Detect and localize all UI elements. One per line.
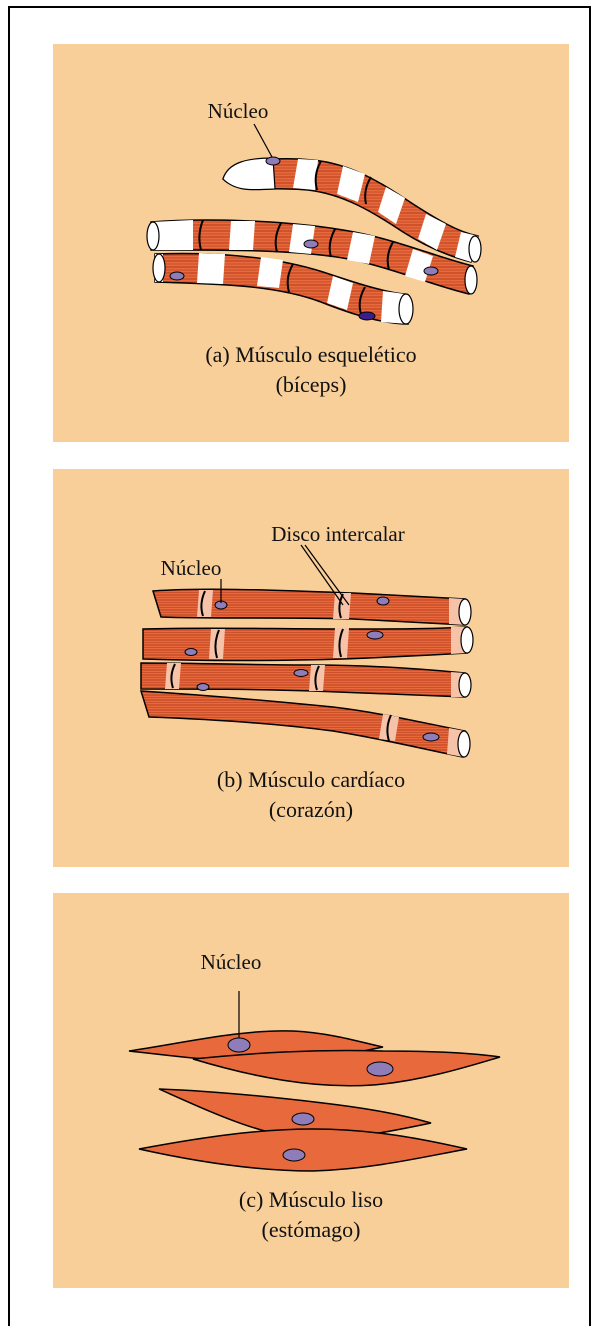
skeletal-fiber-3 bbox=[152, 252, 414, 325]
cardiac-fiber-3 bbox=[140, 662, 472, 698]
caption-location: (estómago) bbox=[261, 1217, 361, 1242]
label-nucleus: Núcleo bbox=[201, 950, 262, 974]
caption-title: (b) Músculo cardíaco bbox=[216, 767, 406, 792]
caption-smooth: (c) Músculo liso (estómago) bbox=[53, 1185, 569, 1245]
caption-cardiac: (b) Músculo cardíaco (corazón) bbox=[53, 765, 569, 825]
cardiac-fiber-2 bbox=[142, 626, 474, 662]
caption-location: (corazón) bbox=[268, 797, 354, 822]
disc-pointer-line bbox=[300, 544, 344, 606]
nucleus-pointer-line bbox=[253, 123, 273, 158]
caption-title: (a) Músculo esquelético bbox=[205, 342, 417, 367]
cardiac-fiber-4 bbox=[139, 690, 471, 758]
panel-skeletal-muscle: Núcleo (a) Músculo esquelético (bíceps) bbox=[53, 44, 569, 442]
caption-location: (bíceps) bbox=[275, 372, 347, 397]
label-nucleus: Núcleo bbox=[208, 99, 269, 123]
disc-pointer-line-2 bbox=[304, 544, 350, 606]
smooth-muscle-illustration: Núcleo bbox=[128, 950, 501, 1172]
caption-skeletal: (a) Músculo esquelético (bíceps) bbox=[53, 340, 569, 400]
skeletal-muscle-illustration: Núcleo bbox=[146, 99, 482, 325]
caption-title: (c) Músculo liso bbox=[238, 1187, 384, 1212]
smooth-cell-2 bbox=[192, 1049, 501, 1087]
figure-frame bbox=[8, 6, 591, 1326]
skeletal-fiber-1 bbox=[222, 156, 482, 263]
cardiac-muscle-illustration: Núcleo Disco intercalar bbox=[139, 522, 474, 758]
panel-cardiac-muscle: Núcleo Disco intercalar (b) Músculo card… bbox=[53, 469, 569, 867]
skeletal-fiber-2 bbox=[146, 219, 478, 295]
label-intercalated-disc: Disco intercalar bbox=[271, 522, 405, 546]
panel-smooth-muscle: Núcleo (c) Músculo liso (estómago) bbox=[53, 893, 569, 1288]
smooth-cell-4 bbox=[138, 1128, 468, 1172]
cardiac-fiber-1 bbox=[152, 588, 472, 626]
label-nucleus: Núcleo bbox=[161, 556, 222, 580]
smooth-cell-3 bbox=[158, 1088, 432, 1140]
